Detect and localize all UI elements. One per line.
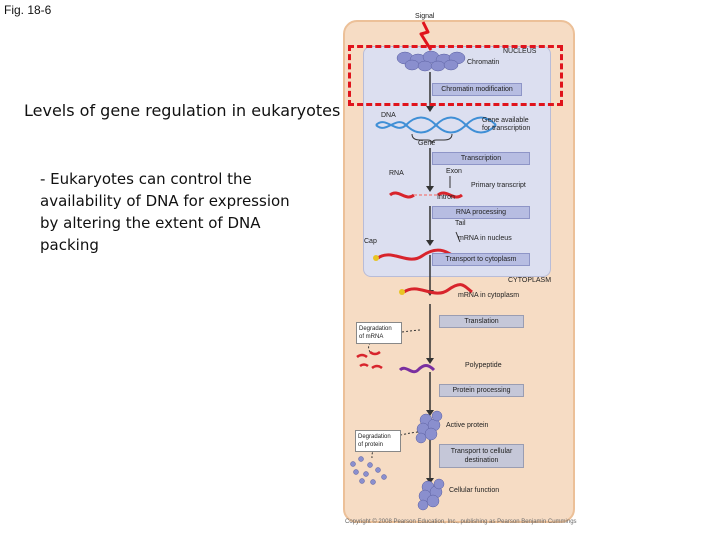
mrna-cytoplasm-icon — [403, 283, 473, 295]
label-cellular-function: Cellular function — [449, 487, 500, 494]
label-polypeptide: Polypeptide — [465, 362, 502, 369]
box-degradation-mrna: Degradation of mRNA — [356, 322, 402, 344]
cellular-function-icon — [417, 478, 445, 511]
step-transport-cytoplasm: Transport to cytoplasm — [432, 253, 530, 266]
label-cytoplasm: CYTOPLASM — [508, 277, 552, 284]
label-nucleus: NUCLEUS — [503, 48, 537, 55]
label-mrna-nucleus: mRNA in nucleus — [458, 235, 512, 242]
polypeptide-icon — [398, 364, 436, 374]
bullet-text: - Eukaryotes can control the availabilit… — [40, 170, 290, 254]
label-cap: Cap — [364, 238, 377, 245]
label-gene-available: Gene available for transcription — [482, 117, 531, 132]
label-chromatin: Chromatin — [467, 59, 500, 66]
label-dna: DNA — [381, 112, 396, 119]
step-chromatin-modification: Chromatin modification — [432, 83, 522, 96]
copyright-text: Copyright © 2008 Pearson Education, Inc.… — [345, 519, 577, 525]
figure-label: Fig. 18-6 — [4, 3, 52, 17]
dna-helix-icon — [375, 116, 497, 134]
label-intron: Intron — [437, 194, 455, 201]
slide-title: Levels of gene regulation in eukaryotes — [24, 101, 341, 120]
label-primary-transcript: Primary transcript — [471, 182, 526, 189]
label-exon: Exon — [446, 168, 462, 175]
box-degradation-protein: Degradation of protein — [355, 430, 401, 452]
label-rna: RNA — [389, 170, 404, 177]
label-active-protein: Active protein — [446, 422, 489, 429]
active-protein-icon — [415, 410, 443, 444]
step-transcription: Transcription — [432, 152, 530, 165]
step-rna-processing: RNA processing — [432, 206, 530, 219]
label-gene: Gene — [418, 140, 436, 147]
gene-bracket — [411, 133, 453, 145]
mrna-nucleus-icon — [377, 248, 457, 261]
label-tail: Tail — [455, 220, 466, 227]
signal-bolt-icon — [419, 21, 433, 51]
step-protein-processing: Protein processing — [439, 384, 524, 397]
degraded-mrna-icon — [356, 350, 383, 370]
degraded-protein-icon — [350, 456, 387, 485]
step-transport-cellular: Transport to cellular destination — [439, 444, 524, 468]
chromatin-icon — [396, 50, 466, 72]
highlight-box — [348, 45, 563, 106]
step-translation: Translation — [439, 315, 524, 328]
primary-transcript-icon — [389, 191, 415, 199]
label-mrna-cytoplasm: mRNA in cytoplasm — [458, 292, 520, 299]
label-signal: Signal — [415, 13, 435, 20]
